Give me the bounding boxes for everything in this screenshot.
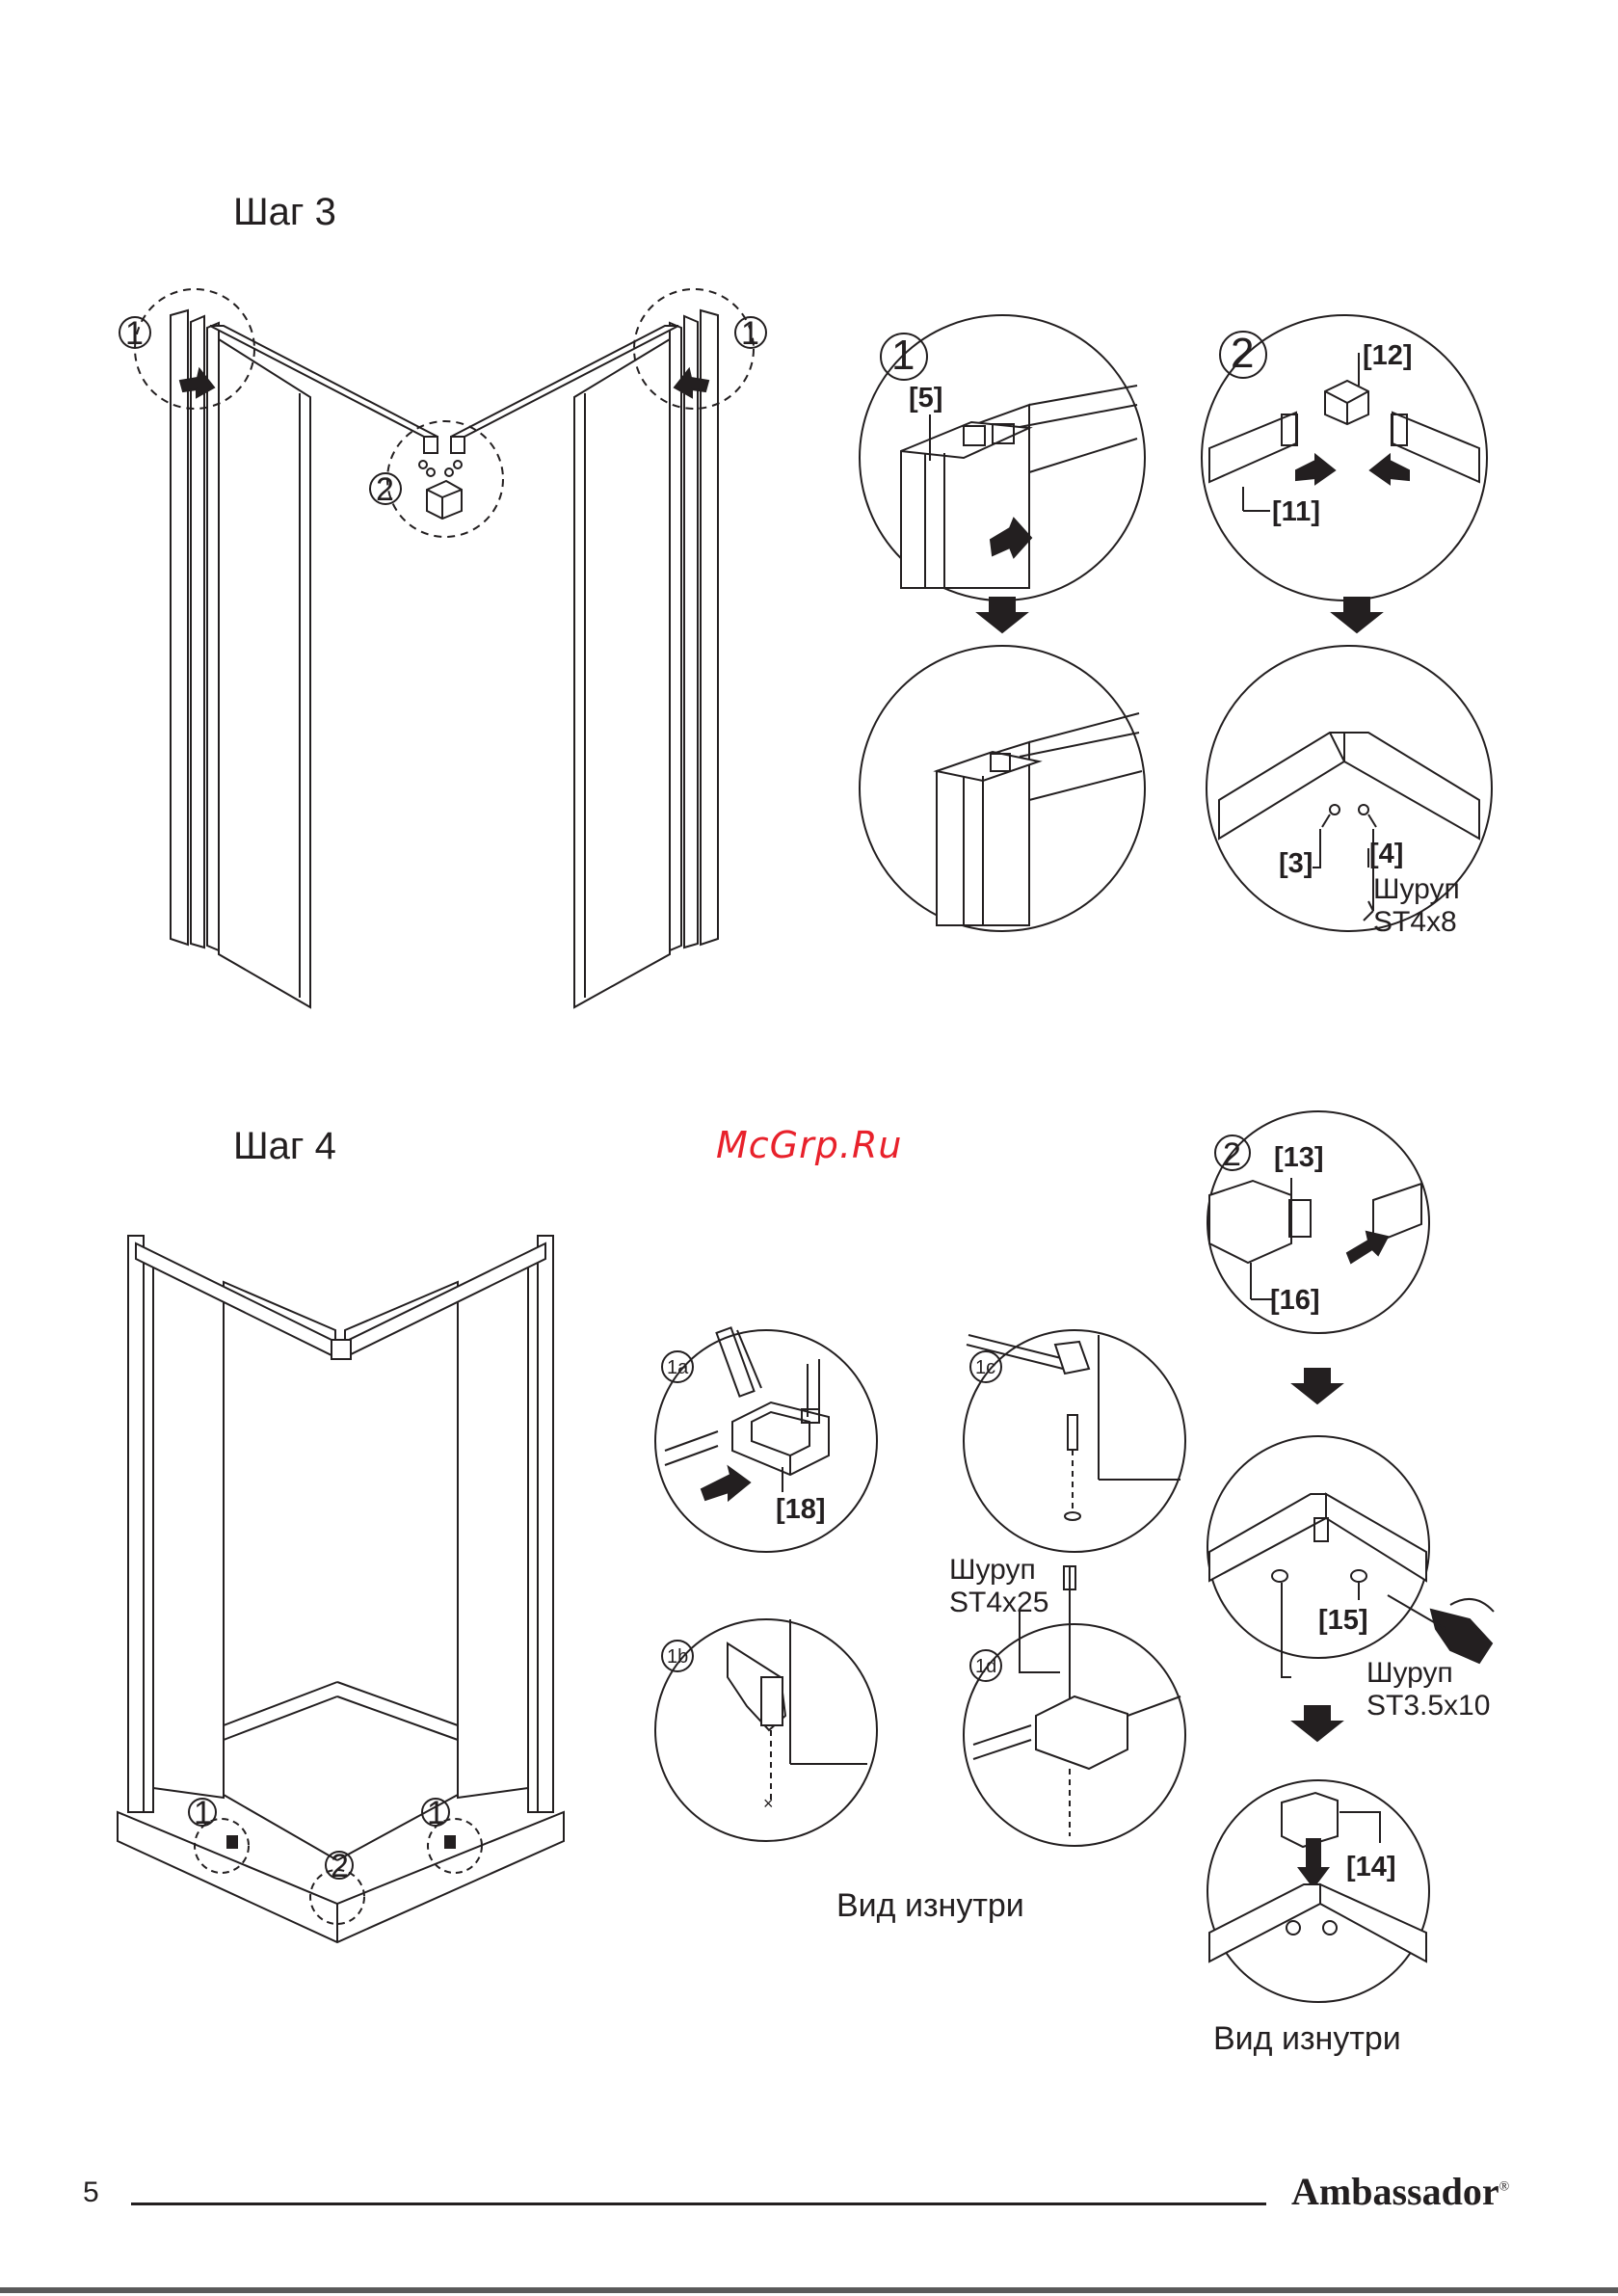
label-part-5: [5] <box>909 383 942 414</box>
detail-1-result <box>860 646 1145 931</box>
step4-enclosure-drawing <box>118 1236 564 1942</box>
label-part-11: [11] <box>1272 496 1320 527</box>
svg-text:×: × <box>763 1794 774 1813</box>
label-part-14: [14] <box>1346 1852 1396 1882</box>
label-part-18: [18] <box>776 1494 826 1525</box>
screw-size-st35x10: ST3.5x10 <box>1366 1690 1490 1722</box>
detail-2-screw-corner <box>1207 1436 1494 1677</box>
detail-1c-hammer <box>964 1330 1185 1552</box>
detail-1-marker-text: 1 <box>891 332 915 379</box>
label-part-15: [15] <box>1318 1605 1368 1636</box>
step3-enclosure-drawing <box>135 289 754 1007</box>
label-part-13: [13] <box>1274 1142 1324 1173</box>
screw-word-st4x8: Шуруп <box>1373 873 1460 905</box>
screw-word-st35x10: Шуруп <box>1366 1657 1453 1689</box>
detail-1a-bracket <box>655 1327 877 1552</box>
label-part-12: [12] <box>1363 340 1413 371</box>
detail-2-cap-cover <box>1207 1780 1429 2002</box>
marker-1d-text: 1d <box>975 1656 996 1677</box>
marker-1c-text: 1c <box>975 1357 995 1378</box>
arrow-down-d2 <box>1333 598 1381 632</box>
marker-2-step4-text: 2 <box>331 1848 349 1884</box>
marker-1-step4-right-text: 1 <box>427 1795 445 1831</box>
detail-1b-drill: × <box>655 1619 877 1841</box>
screw-size-st4x8: ST4x8 <box>1373 906 1457 938</box>
marker-2-corner-text: 2 <box>376 471 394 508</box>
label-part-4: [4] <box>1369 839 1403 869</box>
marker-1-left-text: 1 <box>125 315 144 352</box>
screw-size-st4x25: ST4x25 <box>949 1587 1048 1618</box>
marker-1b-text: 1b <box>667 1646 688 1668</box>
detail-2-marker-text: 2 <box>1231 330 1254 377</box>
arrow-down-s4-1 <box>1293 1369 1341 1403</box>
marker-1a-text: 1a <box>667 1357 689 1378</box>
marker-1-step4-left-text: 1 <box>194 1795 212 1831</box>
label-part-16: [16] <box>1270 1285 1320 1316</box>
marker-1-right-text: 1 <box>741 315 759 352</box>
arrow-down-s4-2 <box>1293 1706 1341 1741</box>
label-part-3: [3] <box>1279 848 1313 879</box>
detail-2-step4-marker-text: 2 <box>1223 1136 1241 1173</box>
screw-word-st4x25: Шуруп <box>949 1554 1036 1586</box>
arrow-down-d1 <box>978 598 1026 632</box>
